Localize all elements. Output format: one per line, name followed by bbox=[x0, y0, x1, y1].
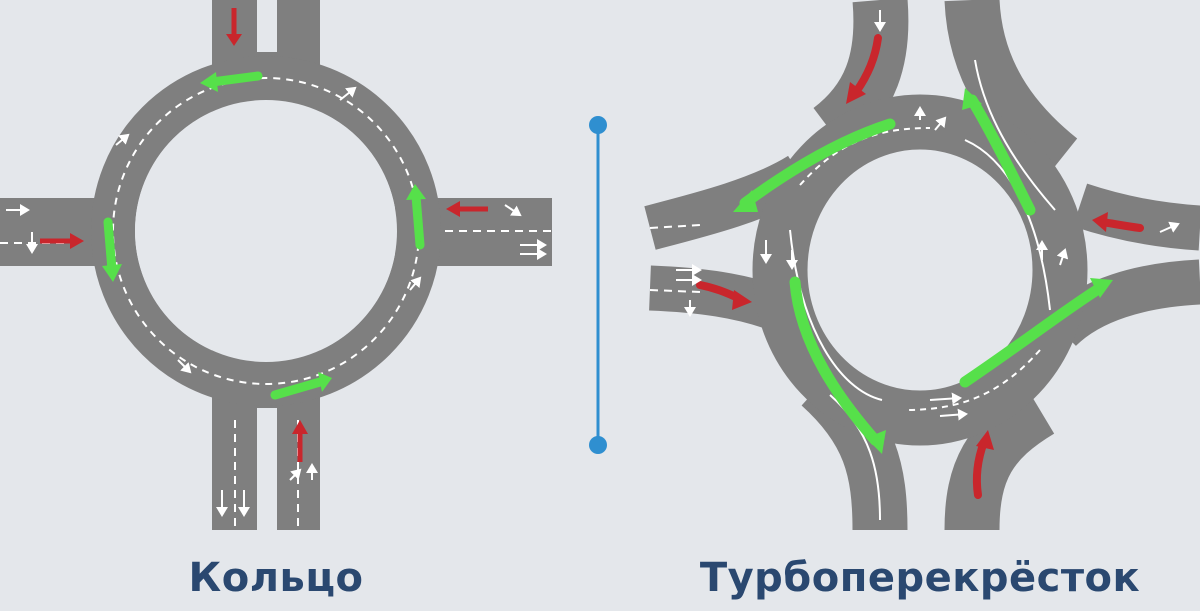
red-entry-arrow-icon bbox=[292, 420, 308, 434]
green-flow-arrow-icon bbox=[739, 118, 896, 209]
lane-direction-arrow-icon bbox=[339, 86, 357, 101]
turbo-roundabout bbox=[644, 0, 1200, 531]
flow-arrows bbox=[103, 71, 425, 400]
lane-direction-arrow-icon bbox=[504, 204, 522, 217]
lane-direction-arrow-icon bbox=[289, 468, 302, 481]
divider-top-dot bbox=[589, 116, 607, 134]
lane-direction-arrow-icon bbox=[929, 392, 962, 405]
green-flow-arrow-icon bbox=[733, 190, 758, 212]
turbo-lane-direction-arrows bbox=[676, 10, 1180, 421]
turbo-center-island bbox=[812, 154, 1028, 386]
lane-direction-arrow-icon bbox=[409, 276, 422, 291]
green-flow-arrow-icon bbox=[207, 71, 263, 87]
turbo-ring-road bbox=[752, 94, 1088, 446]
lane-direction-arrow-icon bbox=[115, 133, 130, 146]
green-flow-arrow-icon bbox=[962, 88, 982, 110]
green-flow-arrow-icon bbox=[411, 191, 425, 250]
red-entry-arrow-icon bbox=[226, 34, 242, 46]
turbo-road-east-top bbox=[1072, 183, 1200, 251]
green-flow-arrow-icon bbox=[966, 94, 1036, 216]
lane-direction-arrow-icon bbox=[177, 359, 192, 374]
green-flow-arrow-icon bbox=[200, 72, 218, 92]
red-entry-arrow-icon bbox=[732, 290, 752, 310]
lane-direction-arrows bbox=[6, 86, 547, 517]
turbo-flow-arrows bbox=[739, 94, 1106, 446]
green-flow-arrow-icon bbox=[789, 276, 881, 446]
green-flow-arrow-icon bbox=[866, 430, 886, 454]
turbo-entry-arrow-heads bbox=[732, 82, 1108, 450]
classic-roundabout bbox=[0, 0, 552, 533]
green-flow-arrow-icon bbox=[103, 217, 117, 275]
divider bbox=[589, 116, 607, 454]
red-entry-arrow-icon bbox=[846, 82, 866, 104]
red-entry-arrow-icon bbox=[70, 233, 84, 249]
approach-medians bbox=[257, 0, 277, 533]
green-flow-arrow-icon bbox=[318, 372, 332, 392]
green-flow-arrow-icon bbox=[102, 264, 122, 282]
entry-arrows bbox=[40, 8, 488, 462]
red-entry-arrow-icon bbox=[446, 201, 460, 217]
lane-direction-arrow-icon bbox=[1159, 221, 1180, 233]
turbo-road-south-east bbox=[944, 386, 1055, 531]
divider-bottom-dot bbox=[589, 436, 607, 454]
lane-direction-arrow-icon bbox=[939, 408, 968, 421]
turbo-flow-arrow-heads bbox=[733, 88, 1113, 454]
turbo-roundabout-caption: Турбоперекрёсток bbox=[699, 555, 1141, 601]
green-flow-arrow-icon bbox=[959, 282, 1106, 388]
red-entry-arrow-icon bbox=[976, 430, 994, 450]
turbo-road-north-east bbox=[944, 0, 1078, 182]
green-flow-arrow-icon bbox=[1090, 278, 1113, 298]
entry-arrow-heads bbox=[70, 34, 460, 434]
green-flow-arrow-icon bbox=[406, 184, 426, 200]
flow-arrow-heads bbox=[102, 72, 426, 392]
lane-direction-arrow-icon bbox=[934, 116, 947, 131]
green-flow-arrow-icon bbox=[270, 377, 325, 400]
lane-direction-arrow-icon bbox=[1056, 248, 1069, 266]
ring-center-island bbox=[135, 100, 397, 362]
red-entry-arrow-icon bbox=[1092, 212, 1108, 232]
classic-roundabout-caption: Кольцо bbox=[188, 555, 364, 601]
